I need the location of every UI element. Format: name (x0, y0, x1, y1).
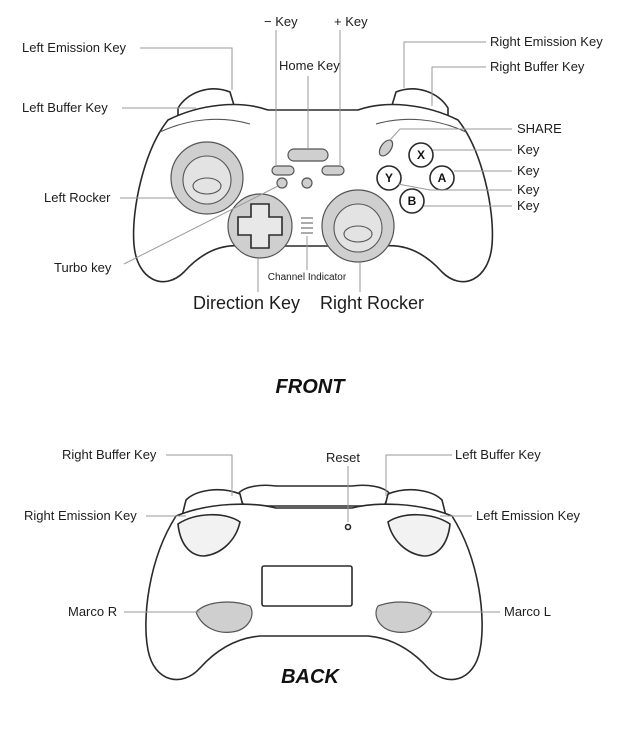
label-right-emission-key: Right Emission Key (490, 34, 603, 49)
back-right-emission-key (177, 513, 241, 557)
front-share-button (378, 139, 394, 157)
back-labels: Right Buffer Key Reset Left Buffer Key R… (24, 447, 581, 688)
front-dpad-cross (237, 203, 283, 249)
label-channel-indicator: Channel Indicator (268, 272, 347, 283)
front-button-y-letter: Y (385, 171, 393, 185)
section-title-front: FRONT (276, 376, 347, 398)
front-button-y (376, 165, 402, 191)
label-back-left-buffer-key: Left Buffer Key (455, 447, 541, 462)
front-turbo-key (276, 177, 288, 189)
front-button-b (399, 188, 425, 214)
label-back-marco-l: Marco L (504, 604, 551, 619)
label-share: SHARE (517, 121, 562, 136)
leader-y-key (397, 183, 512, 191)
leader-turbo-key (123, 185, 279, 265)
front-left-rocker-top (192, 177, 222, 195)
back-reset-hole (344, 523, 352, 531)
front-right-rocker-top (343, 225, 373, 243)
front-button-a-letter: A (438, 171, 447, 185)
front-shoulder-contour-right (375, 118, 467, 133)
front-center-led (301, 177, 313, 189)
front-labels: − Key + Key Home Key Left Emission Key L… (22, 14, 603, 398)
back-controller-body (145, 503, 483, 681)
label-right-buffer-key: Right Buffer Key (490, 59, 585, 74)
front-leader-lines (120, 30, 512, 292)
leader-left-emission-key (140, 47, 233, 90)
section-title-back: BACK (281, 666, 340, 688)
front-plus-key (321, 165, 345, 176)
label-left-emission-key: Left Emission Key (22, 40, 127, 55)
label-back-left-emission-key: Left Emission Key (476, 508, 581, 523)
label-back-right-buffer-key: Right Buffer Key (62, 447, 157, 462)
leader-right-emission-key (403, 41, 486, 88)
label-left-rocker: Left Rocker (44, 190, 111, 205)
leader-back-left-buffer-key (385, 454, 452, 496)
label-back-reset: Reset (326, 450, 360, 465)
leader-share (389, 128, 512, 141)
label-a-key: Key (517, 163, 540, 178)
back-marco-l (375, 601, 433, 633)
label-turbo-key: Turbo key (54, 260, 112, 275)
front-shoulder-contour-left (159, 118, 251, 133)
front-minus-key (271, 165, 295, 176)
label-home-key: Home Key (279, 58, 340, 73)
label-minus-key: − Key (264, 14, 298, 29)
label-b-key: Key (517, 198, 540, 213)
leader-right-buffer-key (431, 66, 486, 106)
back-leader-lines (124, 454, 500, 613)
front-left-rocker-cap (182, 155, 232, 205)
front-channel-indicator (301, 217, 313, 234)
back-left-emission-key (387, 513, 451, 557)
back-marco-r (195, 601, 253, 633)
front-button-x (408, 142, 434, 168)
label-right-rocker: Right Rocker (320, 293, 424, 313)
front-right-rocker-cap (333, 203, 383, 253)
leader-back-right-buffer-key (166, 454, 233, 496)
back-top-bar (237, 484, 391, 507)
label-back-marco-r: Marco R (68, 604, 117, 619)
front-button-b-letter: B (408, 194, 417, 208)
label-back-right-emission-key: Right Emission Key (24, 508, 137, 523)
label-plus-key: + Key (334, 14, 368, 29)
label-x-key: Key (517, 142, 540, 157)
back-battery-compartment (261, 565, 353, 607)
label-direction-key: Direction Key (193, 293, 300, 313)
front-button-x-letter: X (417, 148, 425, 162)
front-controller: X A Y B (132, 88, 494, 283)
front-home-key (287, 148, 329, 162)
back-controller (145, 484, 483, 681)
label-left-buffer-key: Left Buffer Key (22, 100, 108, 115)
label-y-key: Key (517, 182, 540, 197)
